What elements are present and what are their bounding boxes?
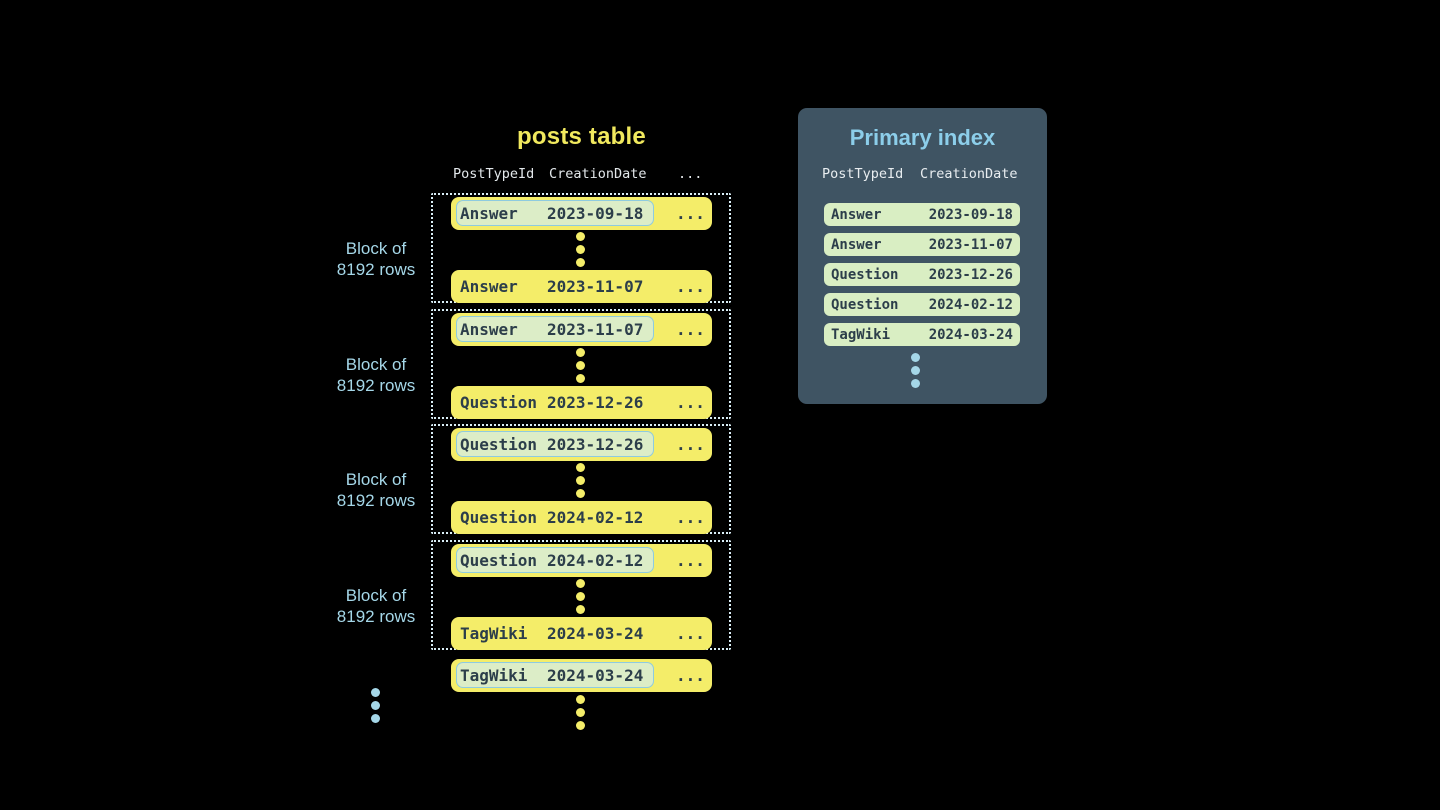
row-creationdate: 2023-12-26 [547, 393, 644, 412]
row-creationdate: 2024-02-12 [547, 508, 644, 527]
table-row-overflow: TagWiki 2024-03-24 ... [451, 659, 712, 692]
block-label-1: Block of 8192 rows [316, 238, 436, 280]
vertical-ellipsis-icon [576, 463, 585, 498]
posts-header-more-columns: ... [678, 166, 703, 182]
primary-index-title: Primary index [849, 125, 996, 150]
block-label-line1: Block of [345, 355, 407, 374]
block-label-line1: Block of [345, 586, 407, 605]
block-label-line2: 8192 rows [336, 260, 416, 279]
index-creationdate: 2024-02-12 [928, 296, 1013, 313]
row-posttypeid: Question [460, 508, 538, 527]
block-label-line2: 8192 rows [336, 376, 416, 395]
index-creationdate: 2023-11-07 [928, 236, 1013, 253]
row-more-columns: ... [676, 435, 705, 454]
row-more-columns: ... [676, 393, 705, 412]
vertical-ellipsis-icon [576, 348, 585, 383]
table-row: Question 2024-02-12 ... [451, 544, 712, 577]
index-header-creationdate: CreationDate [920, 166, 1018, 182]
table-row: Question 2024-02-12 ... [451, 501, 712, 534]
block-label-4: Block of 8192 rows [316, 585, 436, 627]
vertical-ellipsis-icon [911, 353, 920, 388]
table-row: TagWiki 2024-03-24 ... [451, 617, 712, 650]
row-creationdate: 2023-09-18 [547, 204, 644, 223]
posts-header-posttypeid: PostTypeId [453, 166, 535, 182]
row-more-columns: ... [676, 508, 705, 527]
row-creationdate: 2023-11-07 [547, 277, 644, 296]
row-creationdate: 2024-03-24 [547, 666, 644, 685]
index-entry-highlight [456, 431, 654, 457]
index-creationdate: 2023-09-18 [928, 206, 1013, 223]
table-row: Answer 2023-11-07 ... [451, 313, 712, 346]
index-row: Answer 2023-11-07 [824, 233, 1020, 256]
index-posttypeid: Question [831, 296, 899, 313]
primary-index-panel: Primary index PostTypeId CreationDate An… [798, 108, 1047, 404]
index-entry-highlight [456, 547, 654, 573]
row-posttypeid: TagWiki [460, 624, 528, 643]
posts-table-title: posts table [517, 123, 646, 150]
row-more-columns: ... [676, 624, 705, 643]
index-entry-highlight [456, 316, 654, 342]
row-more-columns: ... [676, 320, 705, 339]
vertical-ellipsis-icon [576, 579, 585, 614]
index-posttypeid: Answer [831, 206, 882, 223]
row-creationdate: 2023-11-07 [547, 320, 644, 339]
row-posttypeid: Question [460, 551, 538, 570]
index-entry-highlight [456, 200, 654, 226]
row-posttypeid: Question [460, 435, 538, 454]
block-1: Answer 2023-09-18 ... Answer 2023-11-07 … [431, 193, 731, 303]
row-posttypeid: Answer [460, 320, 518, 339]
block-3: Question 2023-12-26 ... Question 2024-02… [431, 424, 731, 534]
index-posttypeid: TagWiki [831, 326, 891, 343]
index-row: Answer 2023-09-18 [824, 203, 1020, 226]
posts-table-column-headers: PostTypeId CreationDate ... [451, 166, 712, 184]
table-row: Question 2023-12-26 ... [451, 428, 712, 461]
index-creationdate: 2024-03-24 [928, 326, 1013, 343]
row-more-columns: ... [676, 277, 705, 296]
index-row: Question 2024-02-12 [824, 293, 1020, 316]
row-posttypeid: Answer [460, 277, 518, 296]
row-posttypeid: Answer [460, 204, 518, 223]
row-posttypeid: Question [460, 393, 538, 412]
row-more-columns: ... [676, 204, 705, 223]
index-entry-highlight [456, 662, 654, 688]
block-label-line1: Block of [345, 470, 407, 489]
block-label-line2: 8192 rows [336, 607, 416, 626]
posts-header-creationdate: CreationDate [549, 166, 647, 182]
row-more-columns: ... [676, 551, 705, 570]
table-row: Question 2023-12-26 ... [451, 386, 712, 419]
vertical-ellipsis-icon [576, 695, 585, 730]
index-row: Question 2023-12-26 [824, 263, 1020, 286]
table-row: Answer 2023-09-18 ... [451, 197, 712, 230]
index-row: TagWiki 2024-03-24 [824, 323, 1020, 346]
row-creationdate: 2023-12-26 [547, 435, 644, 454]
index-posttypeid: Answer [831, 236, 882, 253]
primary-index-column-headers: PostTypeId CreationDate [798, 166, 1047, 184]
block-2: Answer 2023-11-07 ... Question 2023-12-2… [431, 309, 731, 419]
vertical-ellipsis-icon [371, 688, 380, 723]
vertical-ellipsis-icon [576, 232, 585, 267]
block-label-line2: 8192 rows [336, 491, 416, 510]
block-4: Question 2024-02-12 ... TagWiki 2024-03-… [431, 540, 731, 650]
row-creationdate: 2024-03-24 [547, 624, 644, 643]
index-creationdate: 2023-12-26 [928, 266, 1013, 283]
block-label-3: Block of 8192 rows [316, 469, 436, 511]
row-creationdate: 2024-02-12 [547, 551, 644, 570]
index-posttypeid: Question [831, 266, 899, 283]
index-header-posttypeid: PostTypeId [822, 166, 904, 182]
row-more-columns: ... [676, 666, 705, 685]
table-row: Answer 2023-11-07 ... [451, 270, 712, 303]
block-label-2: Block of 8192 rows [316, 354, 436, 396]
block-label-line1: Block of [345, 239, 407, 258]
row-posttypeid: TagWiki [460, 666, 528, 685]
